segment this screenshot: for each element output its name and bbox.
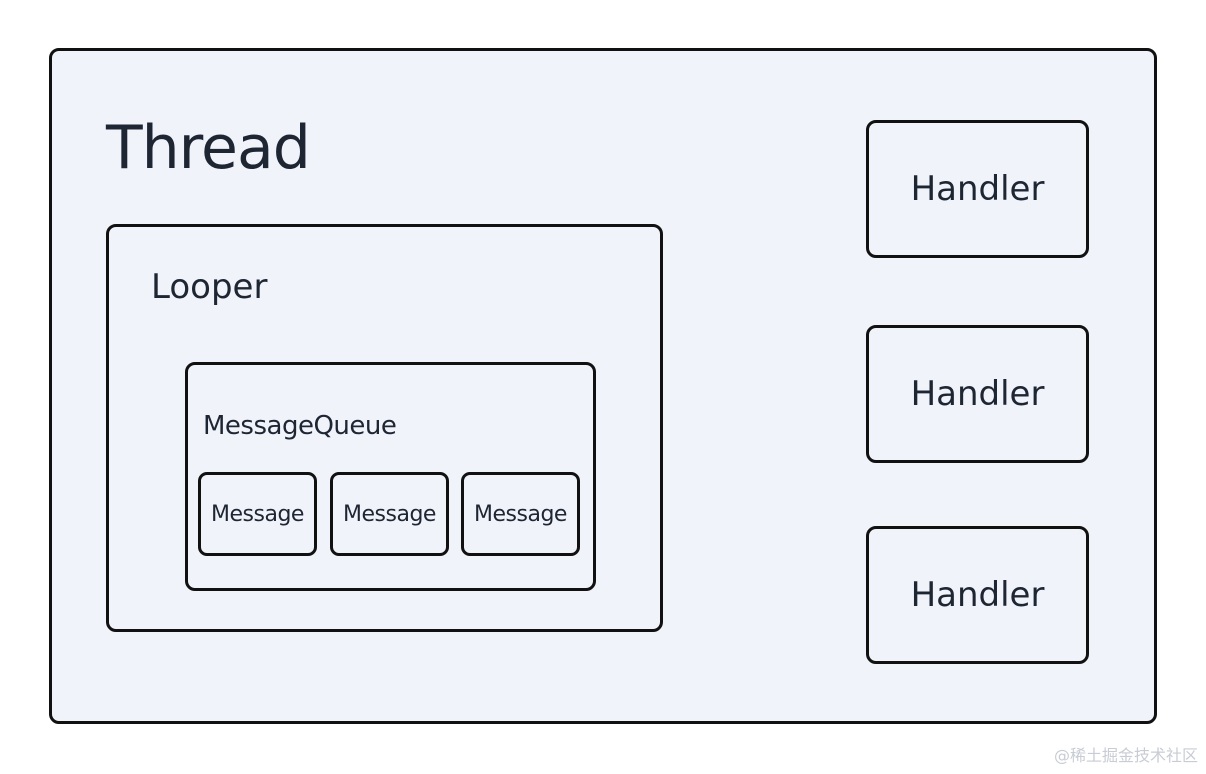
looper-label: Looper — [151, 267, 268, 307]
message-box: Message — [198, 472, 317, 556]
thread-label: Thread — [106, 113, 311, 183]
handler-box: Handler — [866, 120, 1089, 258]
watermark: @稀土掘金技术社区 — [1053, 746, 1198, 765]
handler-box: Handler — [866, 325, 1089, 463]
message-box: Message — [330, 472, 449, 556]
handler-box: Handler — [866, 526, 1089, 664]
message-queue-label: MessageQueue — [203, 411, 397, 441]
message-box: Message — [461, 472, 580, 556]
